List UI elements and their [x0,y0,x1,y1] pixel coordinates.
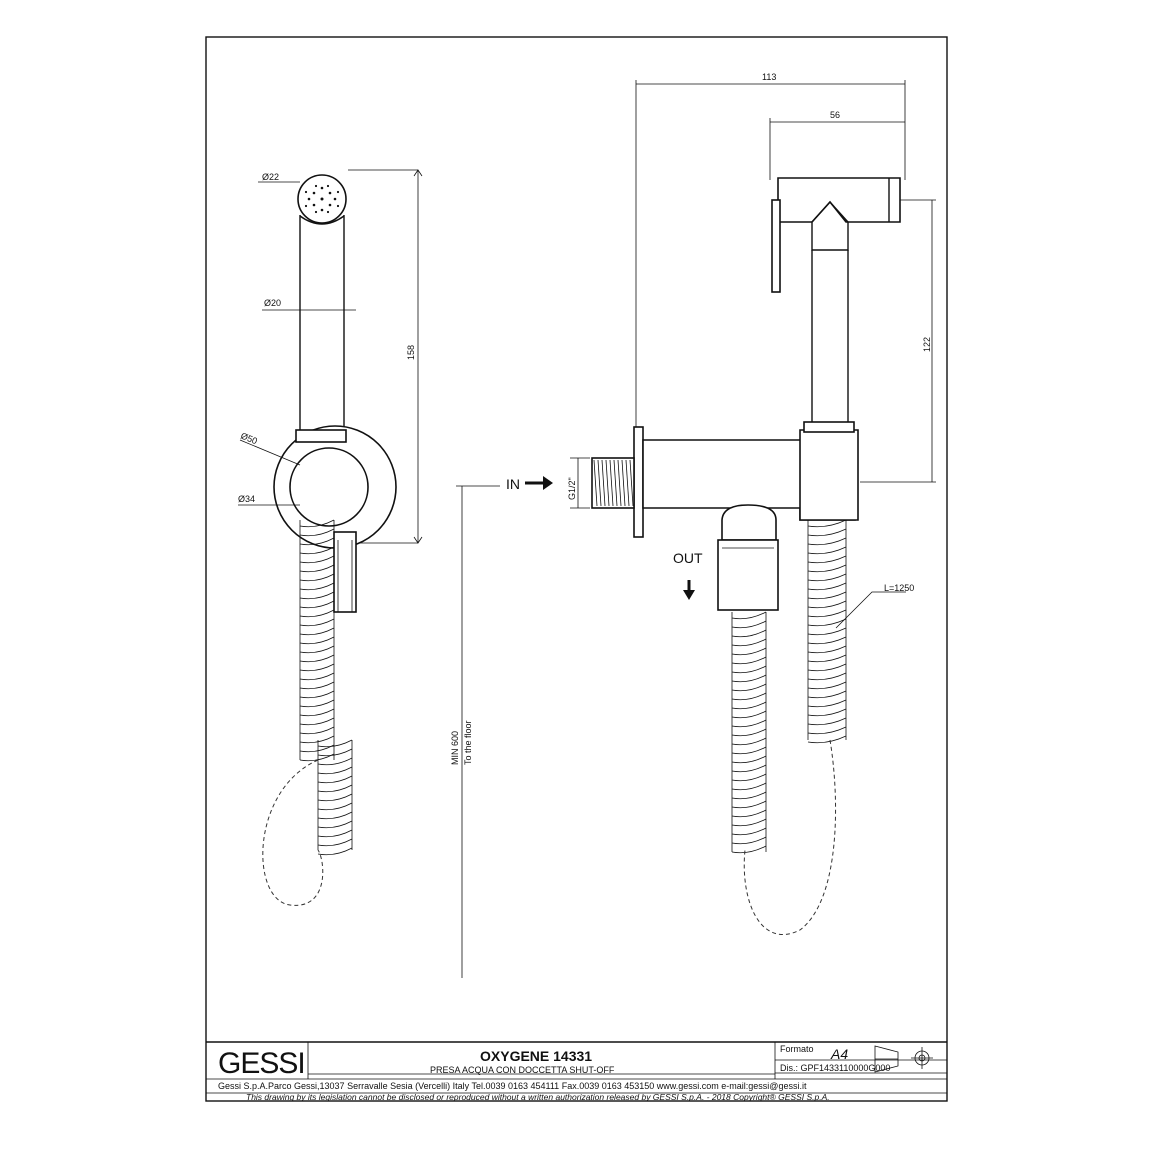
product-title: OXYGENE 14331 [480,1048,592,1064]
format-label: Formato [780,1044,814,1054]
dim-d20: Ø20 [264,298,281,308]
gessi-logo: GESSI [218,1047,305,1080]
dim-h122: 122 [922,337,932,352]
drawing-number: Dis.: GPF1433110000G000 [780,1063,890,1073]
title-block [206,1041,947,1094]
format-value: A4 [830,1046,848,1062]
product-description: PRESA ACQUA CON DOCCETTA SHUT-OFF [430,1065,615,1075]
dim-min600: MIN 600 [450,731,460,765]
front-view [238,169,423,906]
dim-d22: Ø22 [262,172,279,182]
dim-thread: G1/2" [567,477,577,500]
dim-h158: 158 [406,345,416,360]
company-address: Gessi S.p.A.Parco Gessi,13037 Serravalle… [218,1081,807,1091]
min-height-dimension [456,485,500,978]
label-in: IN [506,476,520,492]
label-out: OUT [673,550,703,566]
side-view [525,80,936,936]
dim-to-floor: To the floor [463,720,473,765]
copyright-disclaimer: This drawing by its legislation cannot b… [246,1092,830,1102]
dim-d34: Ø34 [238,494,255,504]
drawing-frame [205,36,948,1102]
dim-w113: 113 [762,72,776,82]
dim-hose-length: L=1250 [884,583,914,593]
dim-w56: 56 [830,110,840,120]
